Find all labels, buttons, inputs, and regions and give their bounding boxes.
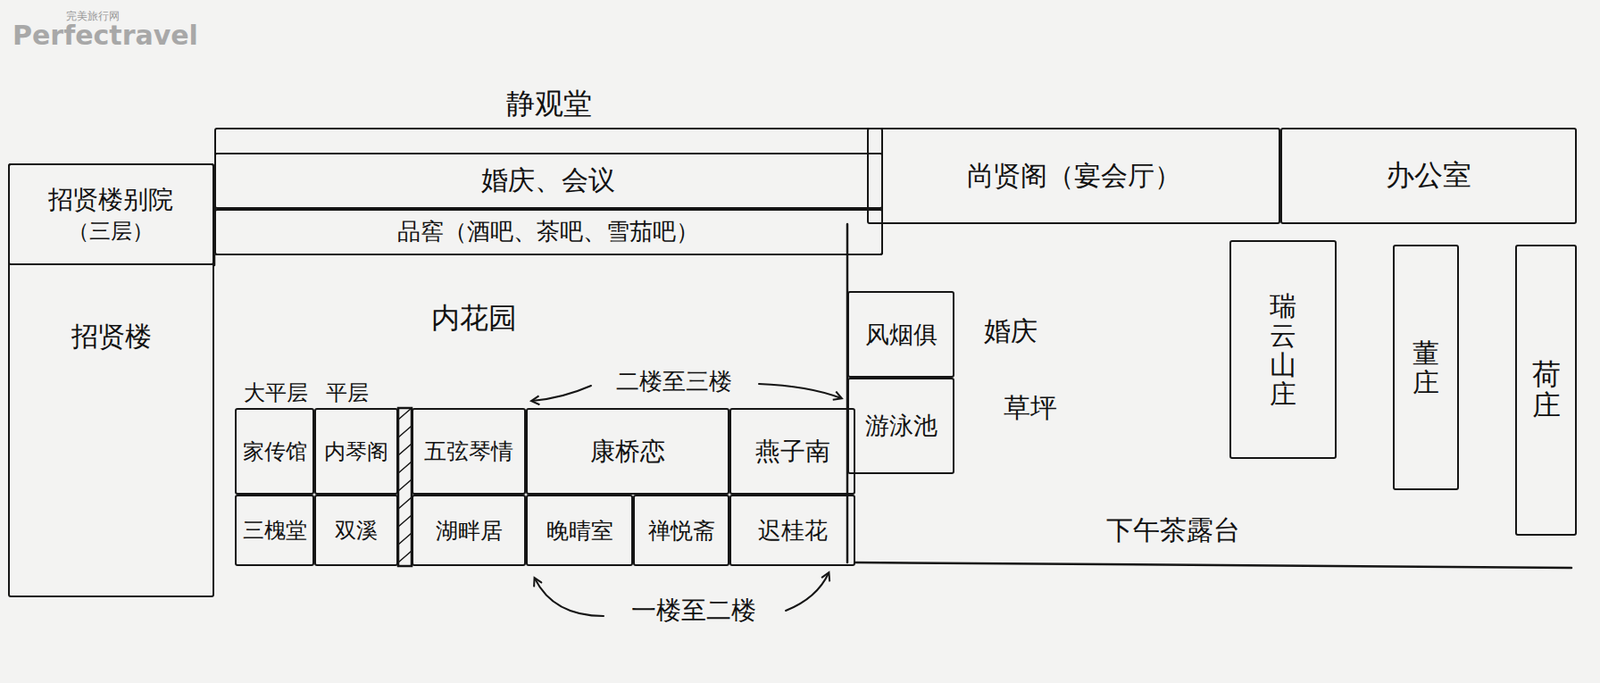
text-holder: 五弦琴情 bbox=[413, 409, 525, 493]
room-box: 内琴阁 bbox=[314, 408, 399, 495]
area-label: 平层 bbox=[325, 378, 369, 408]
room-name: 品窖（酒吧、茶吧、雪茄吧） bbox=[397, 216, 700, 248]
room-box: 风烟俱 bbox=[847, 291, 955, 378]
text-holder: 静观堂 bbox=[216, 84, 882, 125]
leader-arrow bbox=[532, 385, 592, 401]
text-holder: 婚庆、会议 bbox=[216, 154, 882, 208]
room-name: 招贤楼 bbox=[71, 318, 152, 356]
text-holder: 瑞云山庄 bbox=[1231, 241, 1335, 458]
area-label: 草坪 bbox=[1003, 390, 1058, 427]
text-holder: 三槐堂 bbox=[236, 496, 313, 565]
text-holder: 晚晴室 bbox=[527, 496, 632, 565]
room-box: 禅悦斋 bbox=[633, 494, 730, 567]
text-holder: 游泳池 bbox=[849, 379, 953, 473]
room-name: 游泳池 bbox=[865, 409, 938, 442]
room-name: 荷庄 bbox=[1532, 358, 1561, 422]
room-name: （三层） bbox=[67, 216, 154, 246]
room-name: 招贤楼别院 bbox=[48, 183, 174, 217]
text-holder: 内琴阁 bbox=[316, 409, 397, 493]
room-name: 风烟俱 bbox=[865, 318, 938, 351]
room-box: 晚晴室 bbox=[525, 494, 634, 567]
room-name: 办公室 bbox=[1385, 156, 1472, 196]
room-name: 晚晴室 bbox=[546, 516, 614, 546]
text-holder: 康桥恋 bbox=[527, 409, 728, 493]
room-name: 尚贤阁（宴会厅） bbox=[966, 158, 1182, 195]
text-holder: 品窖（酒吧、茶吧、雪茄吧） bbox=[216, 210, 882, 254]
area-label: 婚庆 bbox=[983, 313, 1038, 350]
room-box: 湖畔居 bbox=[411, 494, 526, 567]
room-box: 五弦琴情 bbox=[411, 408, 526, 495]
leader-arrow bbox=[785, 573, 829, 611]
room-name: 内琴阁 bbox=[324, 437, 389, 467]
text-holder: 迟桂花 bbox=[731, 496, 854, 565]
text-holder: 家传馆 bbox=[236, 409, 313, 493]
room-box: 品窖（酒吧、茶吧、雪茄吧） bbox=[214, 208, 884, 256]
text-holder: 尚贤阁（宴会厅） bbox=[868, 129, 1279, 223]
room-name: 五弦琴情 bbox=[424, 436, 514, 467]
text-holder: 董庄 bbox=[1394, 246, 1458, 489]
room-box: 游泳池 bbox=[847, 377, 955, 475]
villa-box: 荷庄 bbox=[1515, 244, 1577, 536]
room-name: 婚庆、会议 bbox=[481, 162, 616, 200]
villa-box: 董庄 bbox=[1392, 244, 1459, 491]
room-box: 招贤楼 招贤楼别院（三层） bbox=[8, 163, 215, 598]
text-holder: 双溪 bbox=[316, 496, 397, 565]
room-box: 办公室 bbox=[1280, 127, 1577, 225]
room-box: 康桥恋 bbox=[525, 408, 730, 495]
watermark: Perfectravel bbox=[12, 19, 199, 51]
stair-hatch bbox=[398, 408, 412, 563]
room-name: 禅悦斋 bbox=[648, 516, 716, 546]
room-box: 婚庆、会议 bbox=[214, 152, 884, 209]
area-label: 二楼至三楼 bbox=[616, 366, 733, 398]
area-label: 内花园 bbox=[431, 299, 517, 339]
text-holder: 燕子南 bbox=[731, 409, 854, 493]
room-name: 静观堂 bbox=[506, 84, 592, 125]
room-name: 董庄 bbox=[1412, 338, 1440, 398]
room-box: 招贤楼别院（三层） bbox=[8, 163, 215, 266]
leader-arrow bbox=[534, 578, 604, 617]
room-name: 三槐堂 bbox=[242, 516, 308, 545]
room-name: 康桥恋 bbox=[590, 434, 666, 469]
room-name: 迟桂花 bbox=[758, 515, 828, 547]
area-label: 大平层 bbox=[243, 378, 309, 408]
room-name: 湖畔居 bbox=[435, 516, 503, 546]
area-label: 一楼至二楼 bbox=[631, 593, 757, 628]
leader-arrow bbox=[758, 383, 842, 399]
room-box: 尚贤阁（宴会厅） bbox=[866, 127, 1281, 225]
room-name: 双溪 bbox=[334, 516, 378, 545]
stair-block bbox=[398, 408, 412, 567]
room-box: 燕子南 bbox=[729, 408, 856, 495]
room-name: 瑞云山庄 bbox=[1269, 291, 1297, 409]
room-box: 家传馆 bbox=[234, 408, 315, 495]
room-name: 燕子南 bbox=[755, 434, 831, 469]
text-holder: 风烟俱 bbox=[849, 292, 953, 376]
villa-box: 瑞云山庄 bbox=[1229, 240, 1337, 459]
room-box: 静观堂婚庆、会议品窖（酒吧、茶吧、雪茄吧） bbox=[214, 127, 884, 256]
text-holder: 湖畔居 bbox=[413, 496, 525, 565]
text-holder: 办公室 bbox=[1282, 129, 1575, 223]
area-label: 下午茶露台 bbox=[1106, 512, 1241, 550]
text-holder: 禅悦斋 bbox=[634, 496, 728, 565]
room-box: 双溪 bbox=[314, 494, 399, 567]
room-box: 三槐堂 bbox=[234, 494, 315, 567]
room-name: 家传馆 bbox=[242, 437, 308, 467]
text-holder: 荷庄 bbox=[1516, 246, 1575, 534]
text-holder: 招贤楼别院（三层） bbox=[9, 165, 213, 264]
terrace-edge bbox=[855, 562, 1572, 568]
room-box: 迟桂花 bbox=[729, 494, 856, 567]
